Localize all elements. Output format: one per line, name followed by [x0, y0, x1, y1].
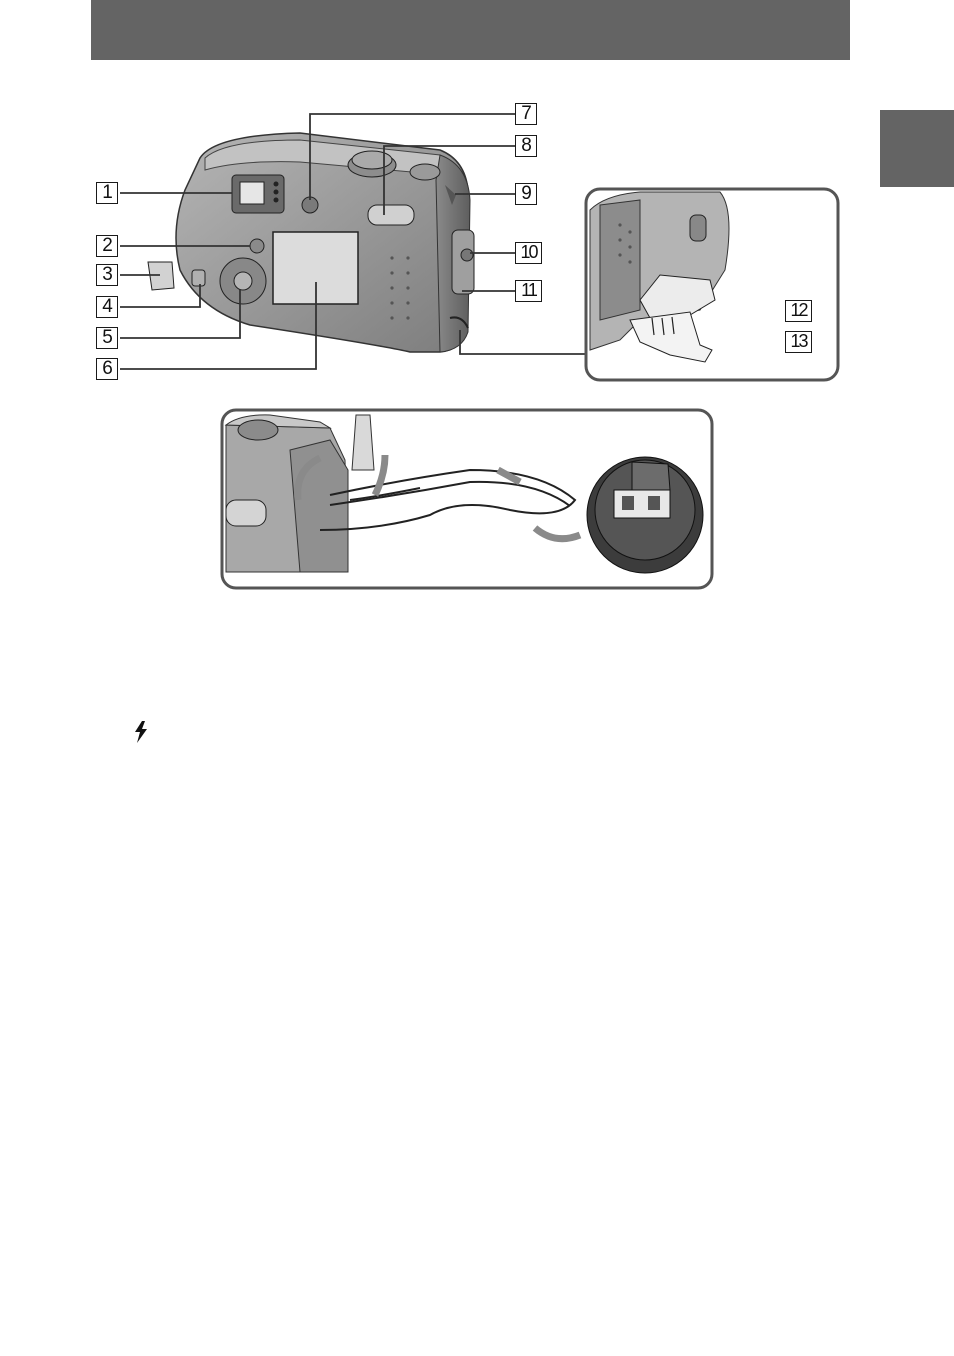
camera-back-view — [148, 133, 474, 352]
callout-4: 4 — [96, 296, 118, 318]
callout-13: 13 — [785, 331, 812, 353]
callout-11: 11 — [515, 280, 542, 302]
callout-5: 5 — [96, 327, 118, 349]
callout-7: 7 — [515, 103, 537, 125]
callout-9: 9 — [515, 183, 537, 205]
callout-6: 6 — [96, 358, 118, 380]
strap-illustration — [222, 410, 712, 588]
flash-bolt-icon — [133, 721, 149, 743]
callout-3: 3 — [96, 264, 118, 286]
callout-8: 8 — [515, 135, 537, 157]
callout-10: 10 — [515, 242, 542, 264]
callout-2: 2 — [96, 235, 118, 257]
callout-1: 1 — [96, 182, 118, 204]
callout-12: 12 — [785, 300, 812, 322]
